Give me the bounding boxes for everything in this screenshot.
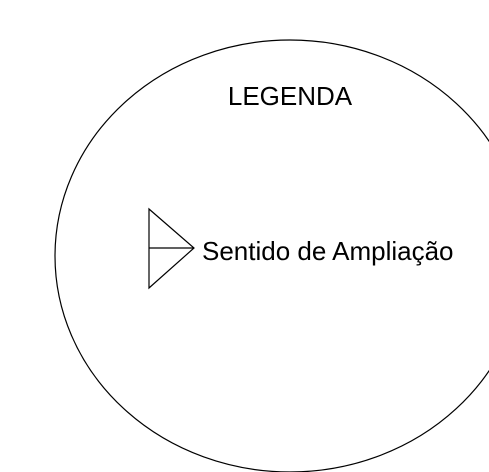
direction-triangle-icon xyxy=(148,207,195,290)
legend-title: LEGENDA xyxy=(227,81,353,111)
legend-item-label: Sentido de Ampliação xyxy=(202,236,454,266)
legend-circle xyxy=(54,39,489,472)
